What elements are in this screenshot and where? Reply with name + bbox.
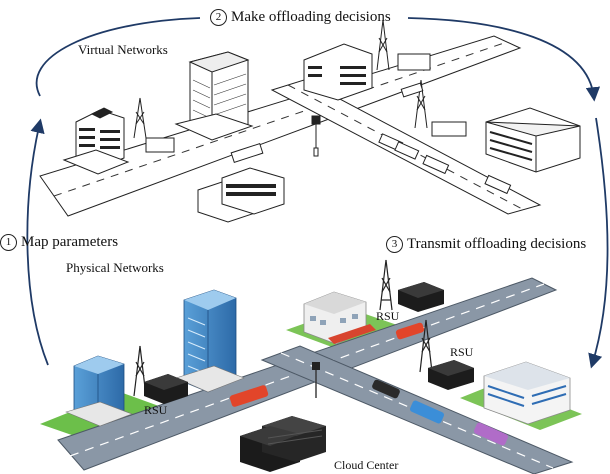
step-transmit-decisions-text: Transmit offloading decisions (407, 236, 587, 252)
rsu-left-label: RSU (144, 403, 168, 417)
virtual-tower-left (133, 97, 147, 139)
physical-tall-building (175, 289, 245, 393)
car-blue (409, 400, 445, 424)
physical-left-building (65, 355, 133, 427)
make-decisions-arrow (35, 17, 594, 98)
virtual-rsu-box-right (431, 121, 467, 137)
virtual-rsu-box-left (145, 137, 175, 153)
virtual-tower-top (376, 19, 390, 71)
rsu-upper-label: RSU (376, 309, 400, 323)
physical-signal-pole (312, 362, 320, 398)
virtual-rsu-box-top (397, 53, 431, 71)
map-parameters-arrow (26, 118, 49, 366)
physical-top-building (303, 291, 376, 345)
virtual-tall-building (174, 51, 254, 141)
physical-network (40, 259, 582, 474)
virtual-right-building (485, 107, 581, 173)
car-red-top (395, 322, 425, 340)
virtual-cars (230, 82, 512, 195)
physical-rsu-box-upper (398, 282, 444, 312)
step-map-parameters-text: Map parameters (21, 234, 119, 250)
car-black (372, 379, 400, 399)
physical-rsu-box-right (428, 360, 474, 390)
physical-right-building (483, 361, 571, 425)
step-number-3: 3 (386, 236, 403, 253)
virtual-networks-label: Virtual Networks (78, 42, 168, 57)
virtual-top-building (303, 43, 373, 101)
flow-arrows (26, 17, 609, 369)
physical-networks-label: Physical Networks (66, 260, 164, 275)
physical-rsu-box-left (144, 374, 188, 404)
rsu-right-label: RSU (450, 345, 474, 359)
car-purple (473, 422, 509, 446)
cloud-center-label: Cloud Center (334, 458, 399, 472)
physical-cloud-center (240, 416, 326, 472)
physical-tower-right (419, 319, 433, 373)
step-number-2: 2 (210, 9, 227, 26)
virtual-cloud-building (197, 167, 285, 223)
step-make-decisions-text: Make offloading decisions (231, 9, 391, 25)
physical-cars (229, 322, 509, 446)
transmit-decisions-arrow (588, 117, 609, 369)
step-number-1: 1 (0, 234, 17, 251)
virtual-left-building (62, 107, 130, 175)
physical-tower-upper (379, 259, 393, 311)
car-red-left (229, 385, 269, 407)
physical-tower-left (133, 345, 147, 397)
virtual-network (39, 19, 581, 223)
